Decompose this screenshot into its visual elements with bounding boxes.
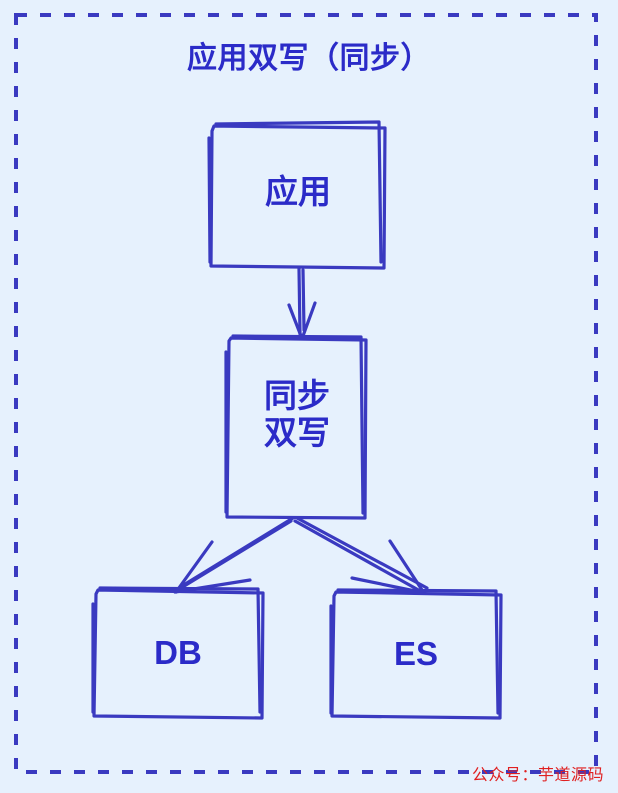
watermark-text: 公众号：芋道源码 xyxy=(471,767,604,784)
node-es-shape xyxy=(329,588,503,720)
edge-sync-to-es xyxy=(293,516,429,595)
node-app-shape xyxy=(207,120,387,270)
edge-sync-to-db xyxy=(173,516,295,594)
node-sync-shape xyxy=(224,334,368,520)
outer-dashed-frame xyxy=(14,13,598,774)
node-db-shape xyxy=(91,586,265,720)
edge-app-to-sync xyxy=(287,267,317,338)
